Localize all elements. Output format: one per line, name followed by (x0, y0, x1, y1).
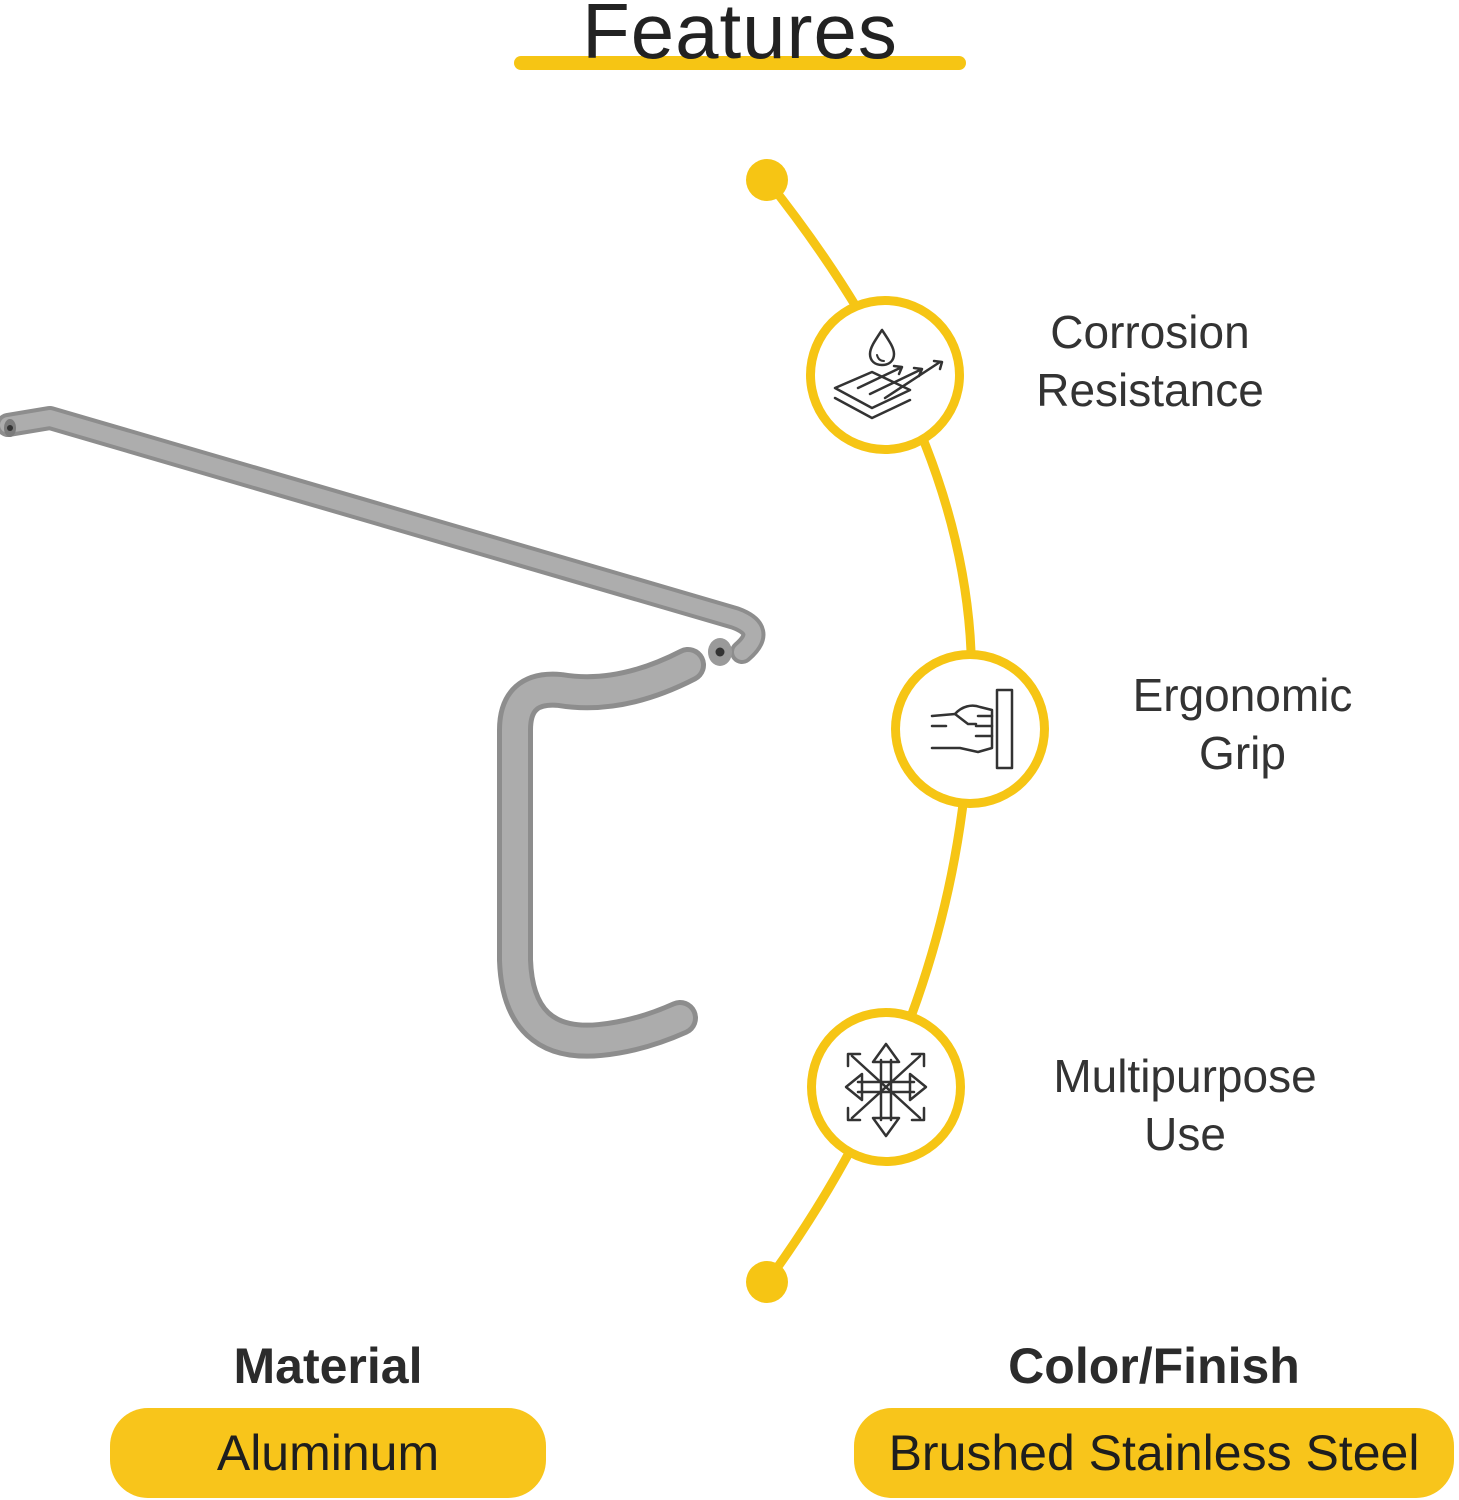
feature-label-corrosion: Corrosion Resistance (1010, 303, 1290, 419)
feature-badge-ergonomic (891, 650, 1049, 808)
product-push-bar (0, 406, 766, 666)
product-pull-handle (497, 647, 706, 1059)
feature-label-line: Corrosion (1050, 306, 1250, 358)
feature-label-line: Multipurpose (1053, 1050, 1317, 1102)
timeline-start-dot (746, 159, 788, 201)
feature-label-multipurpose: Multipurpose Use (1020, 1047, 1350, 1163)
corrosion-resistance-icon (833, 328, 944, 420)
finish-heading: Color/Finish (1008, 1338, 1300, 1394)
finish-value-pill: Brushed Stainless Steel (854, 1408, 1454, 1498)
feature-label-ergonomic: Ergonomic Grip (1100, 666, 1385, 782)
feature-badge-corrosion (806, 296, 964, 454)
material-value-pill: Aluminum (110, 1408, 546, 1498)
multi-direction-arrows-icon (844, 1042, 928, 1138)
feature-label-line: Resistance (1036, 364, 1264, 416)
title-underline (514, 56, 966, 70)
feature-label-line: Ergonomic (1132, 669, 1353, 721)
feature-label-line: Grip (1199, 727, 1286, 779)
timeline-end-dot (746, 1261, 788, 1303)
material-heading: Material (233, 1338, 423, 1394)
feature-label-line: Use (1144, 1108, 1226, 1160)
feature-badge-multipurpose (807, 1008, 965, 1166)
fist-grip-icon (930, 688, 1014, 770)
page-title: Features (582, 0, 898, 75)
